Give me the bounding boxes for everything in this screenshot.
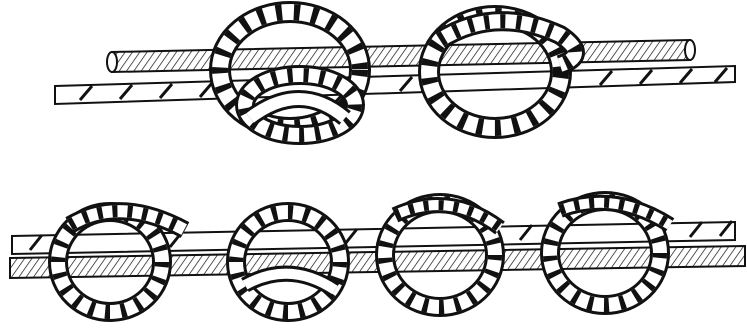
top-rod — [107, 40, 695, 72]
bottom-row — [10, 201, 745, 312]
open-knot — [220, 12, 360, 135]
top-row — [55, 12, 735, 135]
